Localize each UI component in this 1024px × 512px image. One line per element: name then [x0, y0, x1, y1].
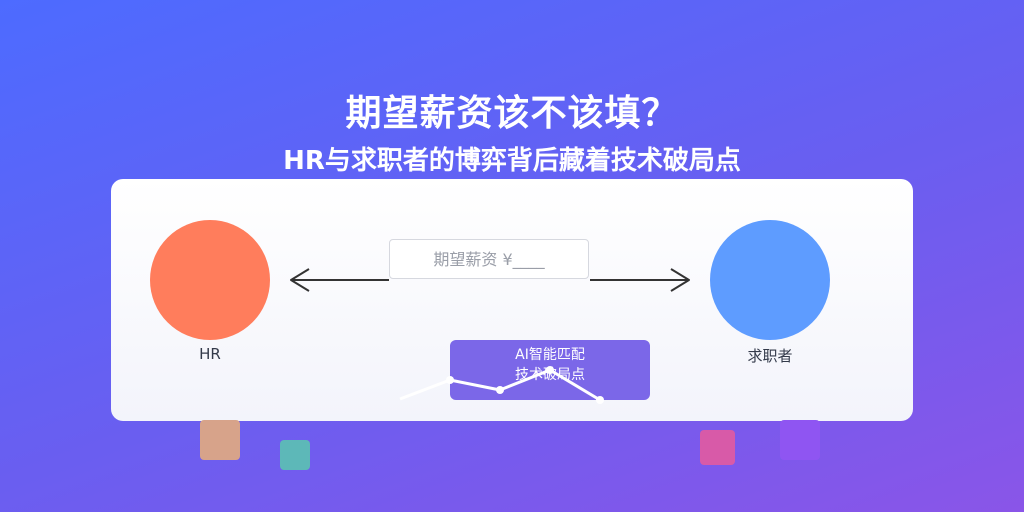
expected-salary-field: 期望薪资 ¥____ [389, 239, 589, 279]
hr-circle [150, 220, 270, 340]
decor-square [280, 440, 310, 470]
ai-box-line-2: 技术破局点 [515, 367, 585, 383]
ai-matching-box: AI智能匹配 技术破局点 [450, 340, 650, 400]
job-seeker-circle [710, 220, 830, 340]
decor-square [200, 420, 240, 460]
page-subtitle: HR与求职者的博弈背后藏着技术破局点 [283, 146, 741, 176]
decor-square [780, 420, 820, 460]
page-title: 期望薪资该不该填？ [345, 93, 679, 134]
ai-box-line-1: AI智能匹配 [515, 347, 585, 363]
decor-square [700, 430, 735, 465]
hr-label: HR [199, 345, 221, 363]
job-seeker-label: 求职者 [747, 347, 793, 365]
diagram-card: HR 求职者 期望薪资 ¥____ AI智能匹配 技术破局点 [111, 179, 913, 421]
